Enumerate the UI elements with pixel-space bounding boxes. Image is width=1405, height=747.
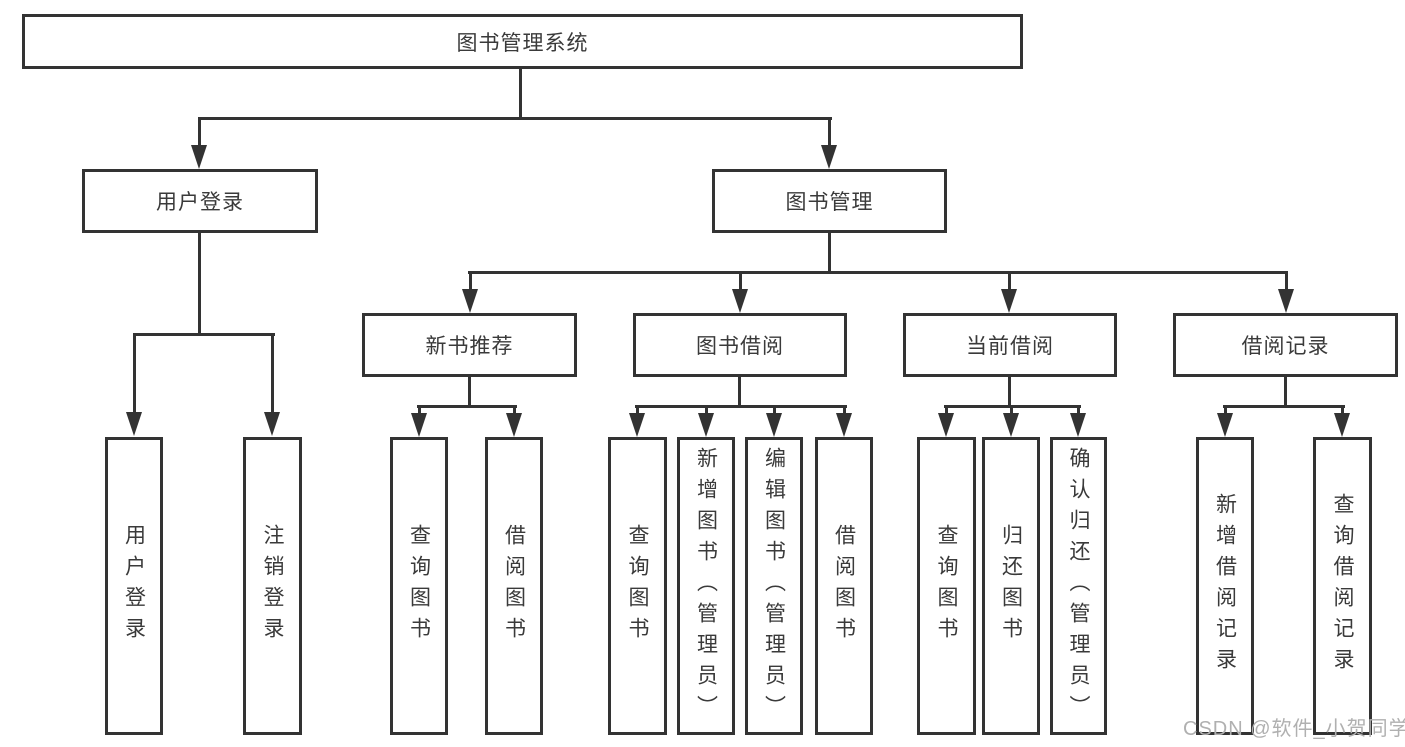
leaf-logout: 注销登录 <box>243 437 302 735</box>
arrow-down-icon <box>629 413 645 437</box>
leaf-add-books-admin-label: 新增图书（管理员） <box>694 446 718 726</box>
connector-leaf-shaft <box>843 405 846 415</box>
leaf-return-books-label: 归还图书 <box>999 524 1023 648</box>
connector-leaf-shaft <box>1010 405 1013 415</box>
leaf-query-books-borrow: 查询图书 <box>608 437 667 735</box>
leaf-confirm-return-admin: 确认归还（管理员） <box>1050 437 1107 735</box>
connector-root-stem <box>519 69 522 118</box>
arrow-down-icon <box>1217 413 1233 437</box>
leaf-confirm-return-admin-label: 确认归还（管理员） <box>1067 446 1090 726</box>
arrow-down-icon <box>938 413 954 437</box>
connector-level3-shaft <box>469 271 472 290</box>
leaf-query-books-borrow-label: 查询图书 <box>626 524 649 648</box>
leaf-edit-books-admin-label: 编辑图书（管理员） <box>762 446 786 726</box>
node-borrow-records-label: 借阅记录 <box>1241 335 1330 358</box>
arrow-down-icon <box>698 413 714 437</box>
connector-leaf-shaft <box>133 333 136 412</box>
connector-book-borrow-stem <box>738 377 741 408</box>
connector-leaf-shaft <box>945 405 948 415</box>
leaf-borrow-books-recommend: 借阅图书 <box>485 437 543 735</box>
connector-borrow-records-split <box>1223 405 1345 408</box>
connector-user-login-stem <box>198 233 201 335</box>
node-book-management: 图书管理 <box>712 169 947 233</box>
node-new-book-recommend-label: 新书推荐 <box>425 335 514 358</box>
connector-leaf-shaft <box>636 405 639 415</box>
arrow-down-icon <box>766 413 782 437</box>
connector-user-login-shaft <box>198 117 201 146</box>
connector-leaf-shaft <box>271 333 274 412</box>
node-new-book-recommend: 新书推荐 <box>362 313 577 377</box>
connector-leaf-shaft <box>1341 405 1344 415</box>
arrow-down-icon <box>732 289 748 313</box>
leaf-add-borrow-record-label: 新增借阅记录 <box>1213 493 1237 679</box>
arrow-down-icon <box>1334 413 1350 437</box>
leaf-edit-books-admin: 编辑图书（管理员） <box>745 437 803 735</box>
node-book-borrow: 图书借阅 <box>633 313 847 377</box>
leaf-user-login: 用户登录 <box>105 437 163 735</box>
arrow-down-icon <box>191 145 207 169</box>
leaf-user-login-label: 用户登录 <box>122 524 146 648</box>
leaf-add-borrow-record: 新增借阅记录 <box>1196 437 1254 735</box>
connector-book-management-stem <box>828 233 831 274</box>
arrow-down-icon <box>1070 413 1086 437</box>
leaf-query-books-recommend: 查询图书 <box>390 437 448 735</box>
arrow-down-icon <box>1278 289 1294 313</box>
leaf-borrow-books: 借阅图书 <box>815 437 873 735</box>
connector-level3-shaft <box>1008 271 1011 290</box>
arrow-down-icon <box>1001 289 1017 313</box>
leaf-query-borrow-record: 查询借阅记录 <box>1313 437 1372 735</box>
leaf-query-books-recommend-label: 查询图书 <box>407 524 431 648</box>
connector-new-book-split <box>417 405 517 408</box>
connector-level3-shaft <box>739 271 742 290</box>
connector-book-management-shaft <box>828 117 831 146</box>
arrow-down-icon <box>411 413 427 437</box>
arrow-down-icon <box>462 289 478 313</box>
connector-leaf-shaft <box>418 405 421 415</box>
node-user-login: 用户登录 <box>82 169 318 233</box>
arrow-down-icon <box>821 145 837 169</box>
arrow-down-icon <box>506 413 522 437</box>
connector-level3-shaft <box>1285 271 1288 290</box>
connector-leaf-shaft <box>513 405 516 415</box>
connector-book-borrow-split <box>635 405 847 408</box>
leaf-add-books-admin: 新增图书（管理员） <box>677 437 735 735</box>
node-current-borrow-label: 当前借阅 <box>966 335 1054 358</box>
connector-level2-horizontal <box>198 117 832 120</box>
leaf-return-books: 归还图书 <box>982 437 1040 735</box>
node-current-borrow: 当前借阅 <box>903 313 1117 377</box>
connector-leaf-shaft <box>705 405 708 415</box>
arrow-down-icon <box>836 413 852 437</box>
watermark: CSDN @软件_小贺同学 <box>1183 718 1405 740</box>
arrow-down-icon <box>126 412 142 436</box>
connector-new-book-stem <box>468 377 471 408</box>
leaf-query-borrow-record-label: 查询借阅记录 <box>1331 493 1354 679</box>
connector-leaf-shaft <box>1224 405 1227 415</box>
leaf-borrow-books-label: 借阅图书 <box>832 524 856 648</box>
connector-leaf-shaft <box>1077 405 1080 415</box>
node-borrow-records: 借阅记录 <box>1173 313 1398 377</box>
connector-current-borrow-stem <box>1008 377 1011 408</box>
connector-user-login-split <box>133 333 275 336</box>
leaf-query-books-current: 查询图书 <box>917 437 976 735</box>
connector-borrow-records-stem <box>1284 377 1287 408</box>
leaf-query-books-current-label: 查询图书 <box>935 524 958 648</box>
node-root-label: 图书管理系统 <box>456 31 589 55</box>
leaf-logout-label: 注销登录 <box>261 524 284 648</box>
node-book-borrow-label: 图书借阅 <box>696 335 784 358</box>
node-user-login-label: 用户登录 <box>156 191 244 214</box>
leaf-borrow-books-recommend-label: 借阅图书 <box>502 524 526 648</box>
arrow-down-icon <box>1003 413 1019 437</box>
node-root: 图书管理系统 <box>22 14 1023 69</box>
connector-leaf-shaft <box>773 405 776 415</box>
node-book-management-label: 图书管理 <box>785 191 874 214</box>
connector-level3-horizontal <box>468 271 1288 274</box>
arrow-down-icon <box>264 412 280 436</box>
